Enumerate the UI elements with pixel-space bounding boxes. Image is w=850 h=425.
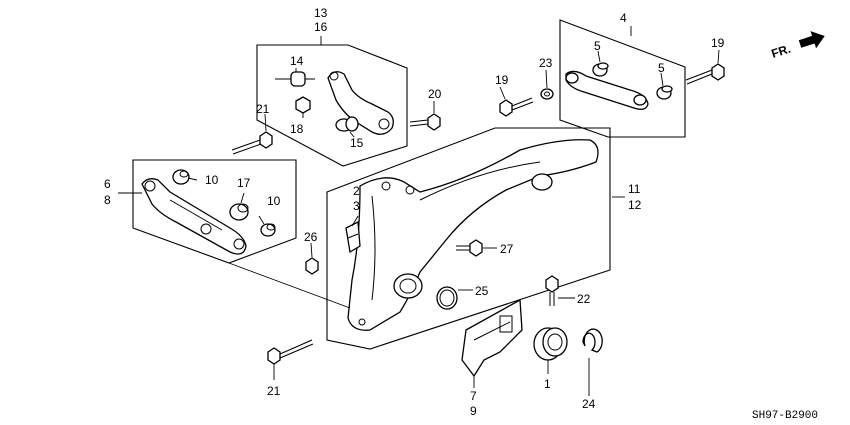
bolt-22	[545, 275, 559, 306]
bushing-17	[229, 203, 249, 221]
callout-5a: 5	[594, 39, 601, 53]
callout-23: 23	[539, 56, 553, 70]
callout-14: 14	[290, 54, 304, 68]
trailing-arm-group-box	[326, 127, 611, 350]
bolt-21-upper	[231, 131, 273, 155]
hub-bearing-1	[533, 327, 568, 361]
nut-26	[305, 257, 319, 275]
callout-5b: 5	[658, 61, 665, 75]
callout-16: 16	[314, 20, 328, 34]
callout-22: 22	[577, 292, 591, 306]
callout-21b: 21	[267, 384, 281, 398]
callout-15: 15	[350, 136, 364, 150]
bolt-19-right	[685, 63, 725, 85]
callout-24: 24	[582, 397, 596, 411]
washer-23	[540, 88, 554, 100]
nut-18	[295, 96, 311, 114]
rear-upper-arm-group-box	[559, 19, 686, 138]
bushing-10-upper	[172, 169, 190, 185]
diagram-code: SH97-B2900	[752, 410, 818, 422]
bolt-21-lower	[267, 339, 314, 365]
callout-10a: 10	[205, 173, 219, 187]
callout-19a: 19	[495, 73, 509, 87]
splash-shield-7-9	[461, 298, 523, 378]
callout-8: 8	[104, 193, 111, 207]
callout-2: 2	[353, 184, 360, 198]
bracket-2-3	[345, 220, 361, 254]
bolt-27	[456, 239, 483, 257]
lower-arm	[141, 178, 247, 255]
callout-25: 25	[475, 284, 489, 298]
front-arrow-icon	[798, 31, 825, 49]
callout-11: 11	[628, 182, 641, 196]
callout-1: 1	[544, 377, 551, 391]
callout-6: 6	[104, 177, 111, 191]
bolt-19-left	[499, 97, 534, 117]
lower-arm-group-box	[132, 159, 297, 264]
callout-4: 4	[620, 11, 627, 25]
callout-17: 17	[237, 176, 251, 190]
callout-3: 3	[353, 199, 360, 213]
bushing-15	[335, 116, 359, 132]
callout-13: 13	[314, 6, 328, 20]
callout-10b: 10	[267, 194, 281, 208]
bushing-10-lower	[260, 223, 276, 237]
bushing-5b	[656, 85, 673, 100]
callout-27: 27	[500, 242, 514, 256]
front-direction-label: FR.	[770, 42, 793, 61]
callout-26: 26	[304, 230, 318, 244]
callout-20: 20	[428, 87, 442, 101]
bushing-14	[275, 71, 315, 87]
callout-12: 12	[628, 198, 642, 212]
upper-link-group-box	[256, 44, 408, 167]
rear-upper-arm	[565, 70, 649, 110]
o-ring-25	[436, 286, 458, 310]
front-direction-indicator: FR.	[770, 31, 825, 61]
callout-7: 7	[470, 389, 477, 403]
circlip-24	[582, 328, 603, 353]
callout-18: 18	[290, 122, 304, 136]
trailing-arm	[347, 139, 599, 331]
callout-19b: 19	[711, 36, 725, 50]
bushing-5a	[592, 62, 609, 77]
bolt-20	[409, 113, 441, 131]
callout-9: 9	[470, 404, 477, 418]
callout-21a: 21	[256, 102, 270, 116]
